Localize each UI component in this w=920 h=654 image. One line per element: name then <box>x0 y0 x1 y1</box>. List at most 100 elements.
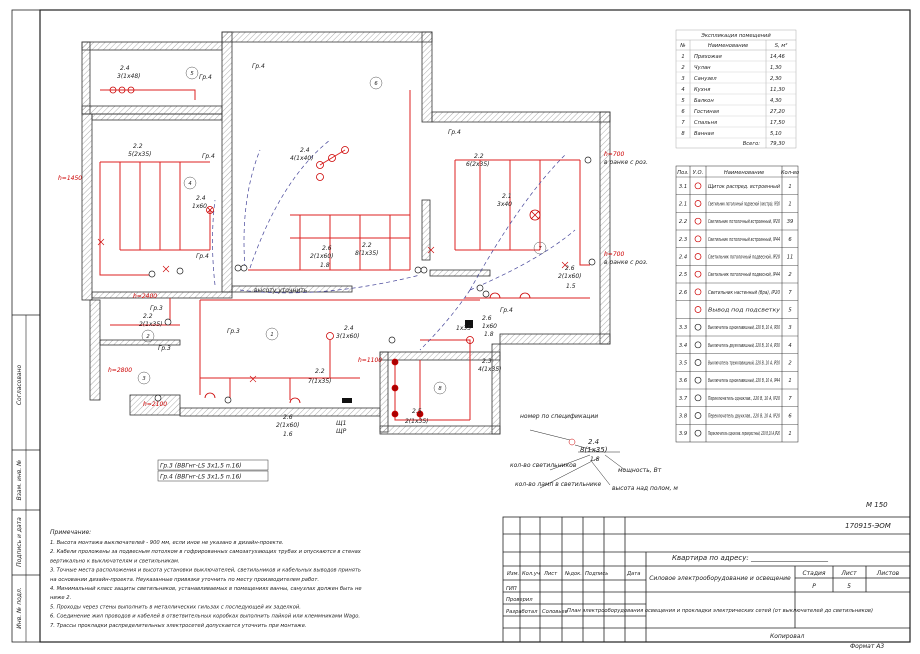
spec-symbol-icon <box>694 323 702 331</box>
lbl-kitchen-spec: 5(2x35) <box>128 151 152 158</box>
spec-header: Поз. <box>677 170 688 176</box>
spec-pos: 3.8 <box>679 414 688 420</box>
tb-h-doc: №док. <box>564 571 582 577</box>
tb-dev: Разработал <box>506 609 538 615</box>
height-1450: h=1450 <box>58 175 82 182</box>
explication-cell: Гостиная <box>694 109 719 115</box>
lbl-living-val2: 1.8 <box>320 262 330 269</box>
explication-cell: 2 <box>681 65 684 71</box>
lbl-living-code2: 2.6 <box>322 245 332 252</box>
tb-copied: Копировал <box>770 633 804 640</box>
spec-name: Выключатель трехклавишный, 220 В, 10 А, … <box>708 361 780 367</box>
callout-value: 8(1x35) <box>580 446 608 454</box>
height-2400: h=2400 <box>133 293 157 300</box>
lbl-bedroom-code: 2.2 <box>474 153 484 160</box>
explication-cell: Балкон <box>694 98 714 104</box>
lbl-balcony-code: 2.4 <box>120 65 130 72</box>
gr-label-kitchen: Гр.4 <box>202 153 215 160</box>
note-line: 3. Точные места расположения и высота ус… <box>50 568 361 574</box>
spec-symbol-icon <box>694 270 702 278</box>
spec-symbol-icon <box>694 217 702 225</box>
group-labels: Гр.4 Гр.4 Гр.4 Гр.4 Гр.3 Гр.3 Гр.4 Гр.4 … <box>150 63 513 352</box>
spec-qty: 1 <box>788 184 791 190</box>
lbl-dim18: 1.8 <box>484 331 494 338</box>
fixture-hall-pendants <box>326 332 474 344</box>
spec-name: Выключатель одноклавишный, 220 В, 10 А, … <box>708 325 780 331</box>
spec-qty: 5 <box>788 308 792 314</box>
explication-title: Экспликация помещений <box>700 33 771 39</box>
lbl-living-code3: 2.2 <box>362 242 372 249</box>
lbl-sch2: ЩР <box>336 428 347 435</box>
spec-header: Наименование <box>724 170 764 176</box>
tb-stage-h: Стадия <box>802 570 825 577</box>
explication-cell: 5,10 <box>770 131 782 137</box>
explication-cell: Спальня <box>694 120 717 126</box>
spec-name: Светильник потолочный подвесной, IP44 <box>708 272 780 278</box>
side-label-sign-date: Подпись и дата <box>16 517 23 567</box>
explication-cell: 5 <box>681 98 685 104</box>
spec-symbol-icon <box>694 376 702 384</box>
note-line: 7. Трассы прокладки распределительных эл… <box>50 623 307 629</box>
side-stamp: Согласовано Взам. инв. № Подпись и дата … <box>12 314 40 642</box>
side-label-inv-orig: Инв. № подл. <box>16 587 23 628</box>
spec-symbol-icon <box>694 394 702 402</box>
callout-code: 2.4 <box>588 438 599 446</box>
lbl-living-spec3: 8(1x35) <box>355 250 379 257</box>
notes-block: Примечание: 1. Высота монтажа выключател… <box>50 529 362 629</box>
spec-name: Светильник настенный (бра), IP20 <box>708 290 781 296</box>
tb-h-list: Лист <box>543 571 558 577</box>
explication-cell: 6 <box>681 109 685 115</box>
room-number-5: 5 <box>190 71 194 77</box>
lbl-bedroom-spec3: 2(1x60) <box>558 273 582 280</box>
explication-cell: 11,30 <box>770 87 786 93</box>
lbl-hall-spec2: 7(1x35) <box>308 378 332 385</box>
inner-frame <box>39 9 911 643</box>
explication-cell: 1 <box>681 54 684 60</box>
explication-cell: 2,30 <box>770 76 782 82</box>
notes-title: Примечание: <box>50 529 91 536</box>
tb-h-sign: Подпись <box>585 571 608 577</box>
fixture-small-crosses <box>97 238 569 383</box>
gr-label-bedroom: Гр.4 <box>448 129 461 136</box>
lbl-hall-spec: 3(1x60) <box>336 333 360 340</box>
spec-name: Переключатель одноклав. перекрестный, 22… <box>708 431 780 437</box>
lbl-raise: высоту уточнить <box>254 287 308 294</box>
spec-name: Светильник потолочный встроенный, IP20 <box>708 219 780 225</box>
spec-header: Кол-во <box>781 170 799 176</box>
spec-header: У.О. <box>693 170 704 176</box>
room-number-2: 2 <box>146 334 149 340</box>
gr-label-hall2: Гр.4 <box>500 307 513 314</box>
gr-label-balcony: Гр.4 <box>199 74 212 81</box>
explication-cell: 7 <box>681 120 685 126</box>
lbl-hall-code2: 2.2 <box>315 368 325 375</box>
explication-cell: Санузел <box>694 76 717 82</box>
room-number-6: 6 <box>374 81 378 87</box>
spec-pos: 2.4 <box>679 255 687 261</box>
spec-qty: 11 <box>787 255 794 261</box>
fixture-wall-sconces <box>204 292 531 404</box>
spec-name: Переключатель одноклав., 220 В, 10 А, IP… <box>708 396 780 402</box>
spec-symbol-icon <box>694 253 702 260</box>
note-line: вертикально к выключателям и светильника… <box>50 558 180 564</box>
tb-check: Проверил <box>506 597 533 603</box>
explication-cell: 4 <box>681 87 684 93</box>
height-1100: h=1100 <box>358 357 382 364</box>
spec-symbol-icon <box>694 306 702 313</box>
lbl-bedroom-code3: 2.6 <box>565 265 575 272</box>
explication-cell: 4,30 <box>770 98 782 104</box>
callout-lamps: кол-во ламп в светильнике <box>515 481 601 488</box>
explication-h-area: S, м² <box>775 43 788 49</box>
spec-name: Светильник потолочный встроенный, IP44 <box>708 237 780 243</box>
note-line: 2. Кабели проложены за подвесным потолко… <box>50 549 362 555</box>
tb-code: 170915-ЭОМ <box>845 522 891 530</box>
title-block-text: 170915-ЭОМ Квартира по адресу: _________… <box>506 522 900 650</box>
lbl-sch: Щ1 <box>336 420 346 427</box>
spec-qty: 7 <box>788 396 792 402</box>
explication-cell: Чулан <box>694 65 711 71</box>
spec-qty: 1 <box>788 431 791 437</box>
lbl-hall-code3: 2.6 <box>283 414 293 421</box>
callout-legend <box>529 429 626 489</box>
spec-pos: 3.7 <box>679 396 688 402</box>
spec-name: Переключатель двухклав., 220 В, 10 А, IP… <box>708 414 780 420</box>
